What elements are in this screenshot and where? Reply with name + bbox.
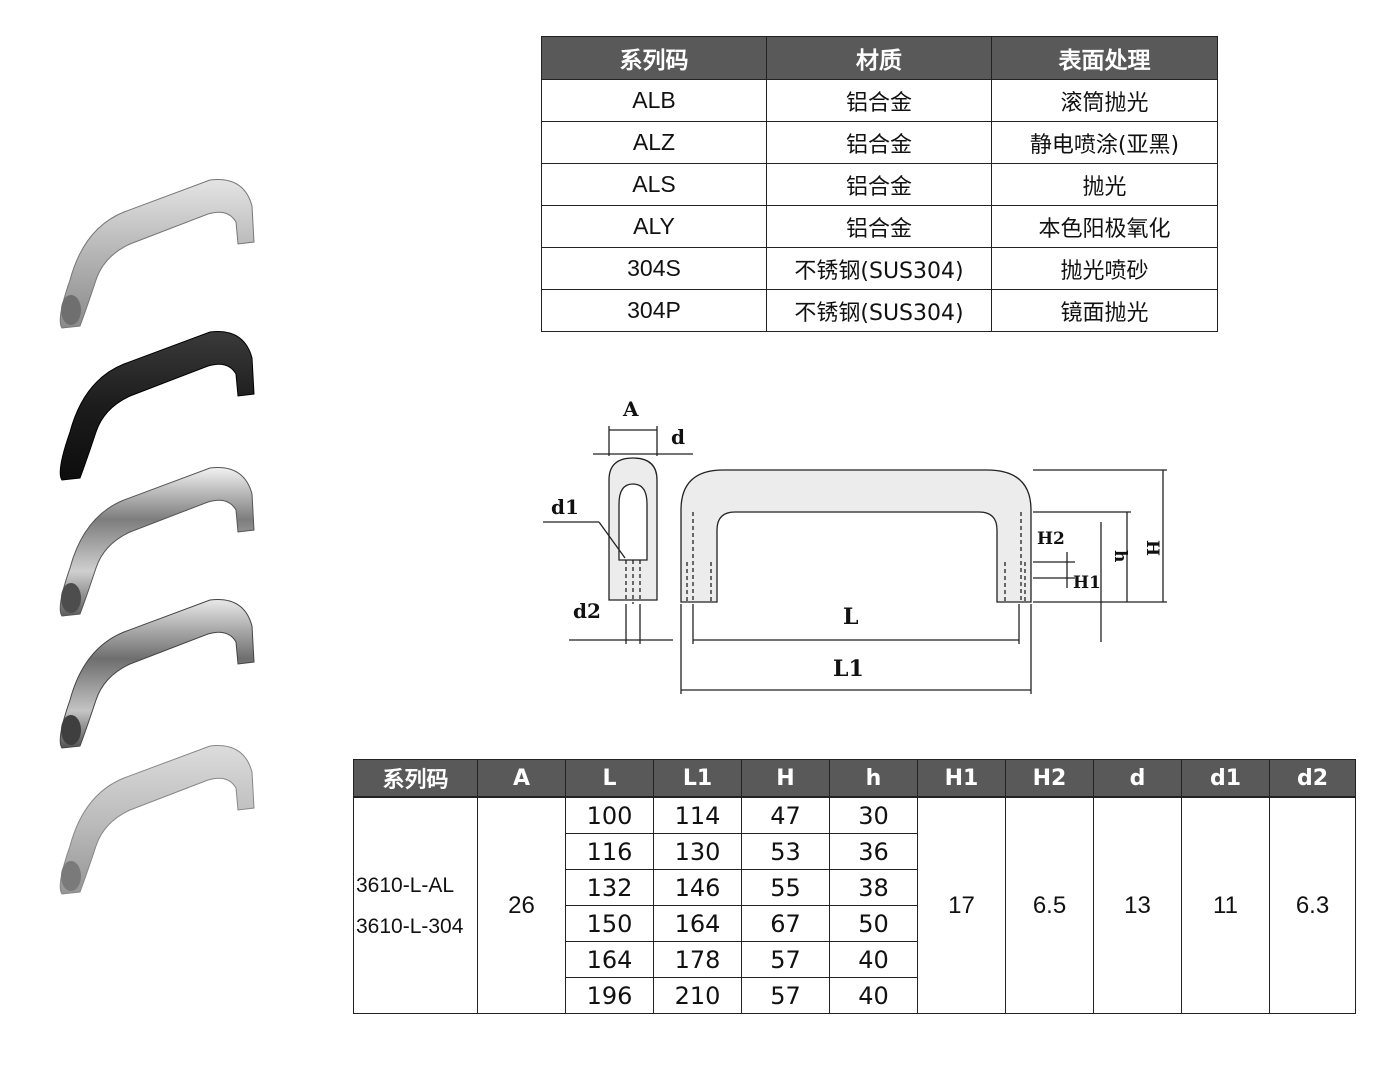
value-h: 40 [829, 977, 918, 1014]
header-d1: d1 [1181, 759, 1270, 798]
header-h: h [829, 759, 918, 798]
handle-sandblasted [59, 745, 255, 895]
technical-drawing: A d d1 d2 L L1 H h H2 H1 [543, 397, 1167, 694]
header-H: H [741, 759, 830, 798]
table-row: 304S 不锈钢(SUS304) 抛光喷砂 [541, 247, 1218, 290]
label-H: H [1142, 540, 1162, 556]
value-h: 36 [829, 833, 918, 870]
value-H: 47 [741, 796, 830, 834]
finish-cell: 滚筒抛光 [991, 79, 1218, 122]
value-H: 67 [741, 905, 830, 942]
value-h: 38 [829, 869, 918, 906]
table-row: ALB 铝合金 滚筒抛光 [541, 79, 1218, 122]
value-L: 132 [565, 869, 654, 906]
series-cell: 3610-L-AL 3610-L-304 [353, 796, 478, 1014]
label-h: h [1110, 550, 1130, 562]
header-series-code: 系列码 [353, 759, 478, 798]
finish-cell: 抛光喷砂 [991, 247, 1218, 290]
header-L1: L1 [653, 759, 742, 798]
handle-polished [59, 467, 255, 617]
table-row: 164 178 57 40 [354, 941, 1356, 978]
series-code-cell: ALB [541, 79, 767, 122]
finish-cell: 本色阳极氧化 [991, 205, 1218, 248]
finish-cell: 抛光 [991, 163, 1218, 206]
header-H1: H1 [917, 759, 1006, 798]
value-L1: 130 [653, 833, 742, 870]
value-H: 55 [741, 869, 830, 906]
series-code-al: 3610-L-AL [356, 873, 455, 897]
table-row: ALZ 铝合金 静电喷涂(亚黑) [541, 121, 1218, 164]
table-row: 196 210 57 40 [354, 977, 1356, 1014]
value-L: 196 [565, 977, 654, 1014]
header-surface-treatment: 表面处理 [991, 36, 1218, 80]
table-row: ALS 铝合金 抛光 [541, 163, 1218, 206]
value-L1: 114 [653, 796, 742, 834]
handle-matte-black [59, 331, 255, 481]
label-d2: d2 [573, 599, 601, 623]
handle-tumble-polished [59, 179, 255, 329]
label-d1: d1 [551, 495, 579, 519]
table-row: 304P 不锈钢(SUS304) 镜面抛光 [541, 289, 1218, 332]
header-A: A [477, 759, 566, 798]
finish-cell: 镜面抛光 [991, 289, 1218, 332]
table-row: 3610-L-AL 3610-L-304 26 100 114 47 30 17… [353, 796, 1356, 1014]
value-h: 50 [829, 905, 918, 942]
label-L1: L1 [833, 656, 864, 682]
header-material: 材质 [766, 36, 992, 80]
value-H1: 17 [917, 796, 1006, 1014]
series-code-304: 3610-L-304 [356, 914, 464, 938]
material-cell: 铝合金 [766, 163, 992, 206]
header-L: L [565, 759, 654, 798]
handle-product-images [59, 179, 255, 895]
table-row: ALY 铝合金 本色阳极氧化 [541, 205, 1218, 248]
table-row: 132 146 55 38 [354, 869, 1356, 906]
material-cell: 铝合金 [766, 79, 992, 122]
value-L: 150 [565, 905, 654, 942]
series-code-cell: 304S [541, 247, 767, 290]
value-H2: 6.5 [1005, 796, 1094, 1014]
value-H: 57 [741, 941, 830, 978]
table-row: 116 130 53 36 [354, 833, 1356, 870]
front-view-profile [680, 469, 1032, 603]
label-L: L [843, 604, 858, 630]
series-code-cell: ALS [541, 163, 767, 206]
value-H: 53 [741, 833, 830, 870]
header-series-code: 系列码 [541, 36, 767, 80]
material-cell: 不锈钢(SUS304) [766, 289, 992, 332]
value-L1: 178 [653, 941, 742, 978]
value-d: 13 [1093, 796, 1182, 1014]
label-A: A [622, 397, 639, 421]
value-h: 40 [829, 941, 918, 978]
value-d1: 11 [1181, 796, 1270, 1014]
value-H: 57 [741, 977, 830, 1014]
value-L1: 210 [653, 977, 742, 1014]
finish-cell: 静电喷涂(亚黑) [991, 121, 1218, 164]
series-code-cell: 304P [541, 289, 767, 332]
dimension-table-header: 系列码 A L L1 H h H1 H2 d d1 d2 [353, 759, 1356, 798]
header-d: d [1093, 759, 1182, 798]
header-d2: d2 [1269, 759, 1356, 798]
value-L: 164 [565, 941, 654, 978]
label-H2: H2 [1037, 529, 1065, 549]
series-code-cell: ALY [541, 205, 767, 248]
handle-anodized [59, 599, 255, 749]
dimension-table: 系列码 A L L1 H h H1 H2 d d1 d2 3610-L-AL 3… [353, 759, 1356, 1014]
value-A: 26 [477, 796, 566, 1014]
material-cell: 铝合金 [766, 205, 992, 248]
value-L: 116 [565, 833, 654, 870]
material-cell: 不锈钢(SUS304) [766, 247, 992, 290]
value-h: 30 [829, 796, 918, 834]
material-cell: 铝合金 [766, 121, 992, 164]
value-L1: 164 [653, 905, 742, 942]
finish-table: 系列码 材质 表面处理 ALB 铝合金 滚筒抛光 ALZ 铝合金 静电喷涂(亚黑… [541, 36, 1218, 332]
value-L: 100 [565, 796, 654, 834]
finish-table-header: 系列码 材质 表面处理 [541, 36, 1218, 80]
header-H2: H2 [1005, 759, 1094, 798]
label-H1: H1 [1073, 573, 1101, 593]
label-d: d [671, 425, 685, 449]
value-d2: 6.3 [1269, 796, 1356, 1014]
value-L1: 146 [653, 869, 742, 906]
series-code-cell: ALZ [541, 121, 767, 164]
